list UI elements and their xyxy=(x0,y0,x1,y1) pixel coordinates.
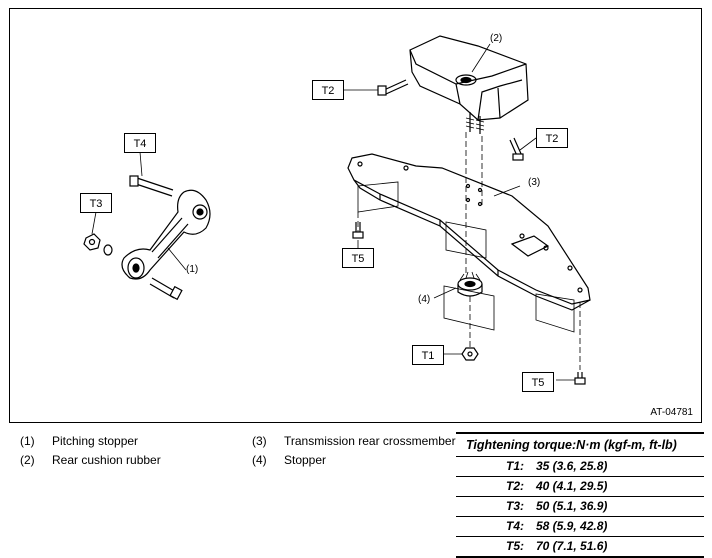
torque-value: 50 (5.1, 36.9) xyxy=(536,499,608,513)
legend-item: (2) Rear cushion rubber xyxy=(20,453,161,467)
legend-label: Pitching stopper xyxy=(52,434,139,448)
torque-key: T5: xyxy=(506,539,524,553)
legend-number: (1) xyxy=(20,434,35,448)
legend-item: (1) Pitching stopper xyxy=(20,434,138,448)
legend-number: (2) xyxy=(20,453,35,467)
stopper-drawing xyxy=(433,271,483,299)
torque-row: T4: 58 (5.9, 42.8) xyxy=(456,516,704,536)
legend-number: (4) xyxy=(252,453,267,467)
pitching-stopper-drawing xyxy=(83,151,211,301)
torque-row: T2: 40 (4.1, 29.5) xyxy=(456,476,704,496)
legend-number: (3) xyxy=(252,434,267,448)
legend-item: (3) Transmission rear crossmember xyxy=(252,434,456,448)
legend-label: Stopper xyxy=(284,453,327,467)
torque-value: 40 (4.1, 29.5) xyxy=(536,479,608,493)
torque-value: 35 (3.6, 25.8) xyxy=(536,459,608,473)
torque-key: T1: xyxy=(506,459,524,473)
callout-t5-right: T5 xyxy=(522,372,554,392)
callout-t3: T3 xyxy=(80,193,112,213)
part-number-1: (1) xyxy=(186,264,199,275)
diagram-frame: AT-04781 xyxy=(9,8,702,423)
figure-id: AT-04781 xyxy=(650,407,693,418)
callout-t2-right: T2 xyxy=(536,128,568,148)
torque-heading: Tightening torque:N·m (kgf-m, ft-lb) xyxy=(456,432,704,456)
rear-cushion-rubber-drawing xyxy=(344,35,537,161)
part-number-4: (4) xyxy=(418,294,431,305)
legend-label: Transmission rear crossmember xyxy=(284,434,456,448)
part-number-3: (3) xyxy=(528,177,541,188)
callout-t1: T1 xyxy=(412,345,444,365)
legend-label: Rear cushion rubber xyxy=(52,453,161,467)
torque-value: 70 (7.1, 51.6) xyxy=(536,539,608,553)
torque-value: 58 (5.9, 42.8) xyxy=(536,519,608,533)
torque-row: T5: 70 (7.1, 51.6) xyxy=(456,536,704,556)
transmission-rear-crossmember-drawing xyxy=(347,132,591,370)
legend-item: (4) Stopper xyxy=(252,453,326,467)
callout-t5-left: T5 xyxy=(342,248,374,268)
torque-key: T2: xyxy=(506,479,524,493)
torque-key: T3: xyxy=(506,499,524,513)
callout-t2-top: T2 xyxy=(312,80,344,100)
part-number-2: (2) xyxy=(490,33,503,44)
torque-table: Tightening torque:N·m (kgf-m, ft-lb) T1:… xyxy=(456,432,704,558)
torque-row: T3: 50 (5.1, 36.9) xyxy=(456,496,704,516)
torque-key: T4: xyxy=(506,519,524,533)
fasteners-drawing xyxy=(352,222,586,385)
callout-t4: T4 xyxy=(124,133,156,153)
torque-row: T1: 35 (3.6, 25.8) xyxy=(456,456,704,476)
